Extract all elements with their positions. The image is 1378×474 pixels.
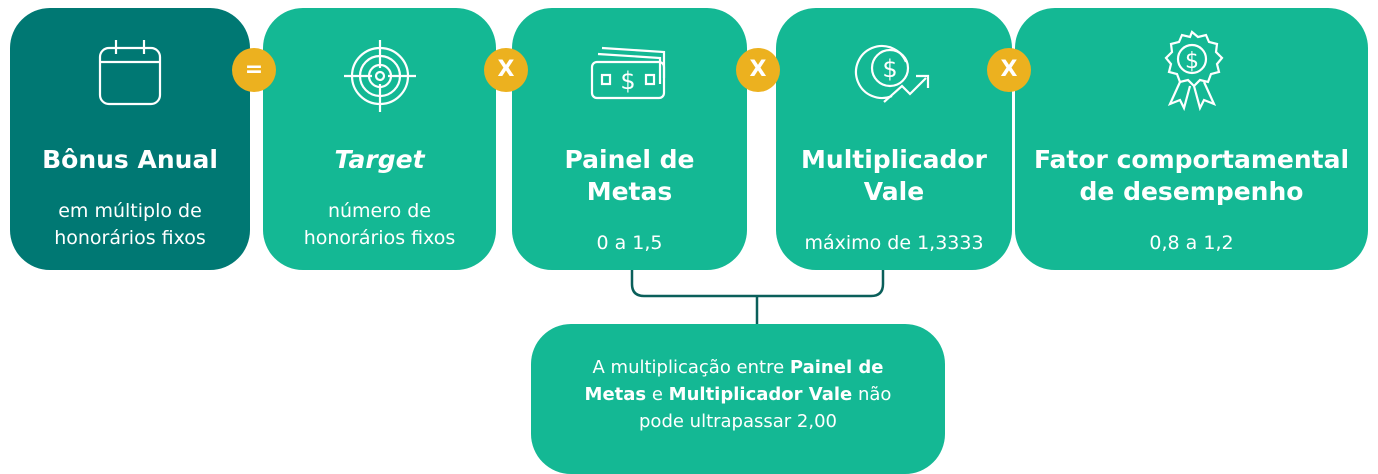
svg-text:$: $: [1185, 49, 1199, 74]
money-bills-icon: $: [512, 34, 747, 114]
card-title: Multiplicador Vale: [801, 145, 987, 206]
multiply-operator: X: [987, 48, 1031, 92]
award-ribbon-icon: $: [1015, 30, 1368, 114]
bracket-connector: [630, 270, 885, 324]
card-fator-comportamental: $ Fator comportamental de desempenho 0,8…: [1015, 8, 1368, 270]
equals-operator: =: [232, 48, 276, 92]
card-title: Painel de Metas: [564, 145, 695, 206]
constraint-note: A multiplicação entre Painel de Metas e …: [531, 324, 945, 474]
svg-text:$: $: [882, 55, 897, 83]
multiply-operator: X: [484, 48, 528, 92]
card-bonus-anual: Bônus Anual em múltiplo de honorários fi…: [10, 8, 250, 270]
svg-text:$: $: [620, 67, 635, 95]
card-title: Target: [334, 145, 425, 174]
card-title: Fator comportamental de desempenho: [1033, 145, 1350, 206]
dollar-growth-icon: $: [776, 34, 1012, 114]
card-description: 0,8 a 1,2: [1149, 232, 1234, 254]
card-target: Target número de honorários fixos: [263, 8, 496, 270]
calendar-icon: [10, 34, 250, 114]
card-description: número de honorários fixos: [303, 200, 456, 249]
target-icon: [263, 34, 496, 114]
card-title: Bônus Anual: [42, 145, 218, 174]
card-description: 0 a 1,5: [596, 232, 663, 254]
card-multiplicador-vale: $ Multiplicador Vale máximo de 1,3333: [776, 8, 1012, 270]
multiply-operator: X: [736, 48, 780, 92]
card-description: máximo de 1,3333: [804, 232, 984, 254]
card-painel-de-metas: $ Painel de Metas 0 a 1,5: [512, 8, 747, 270]
card-description: em múltiplo de honorários fixos: [54, 200, 206, 249]
